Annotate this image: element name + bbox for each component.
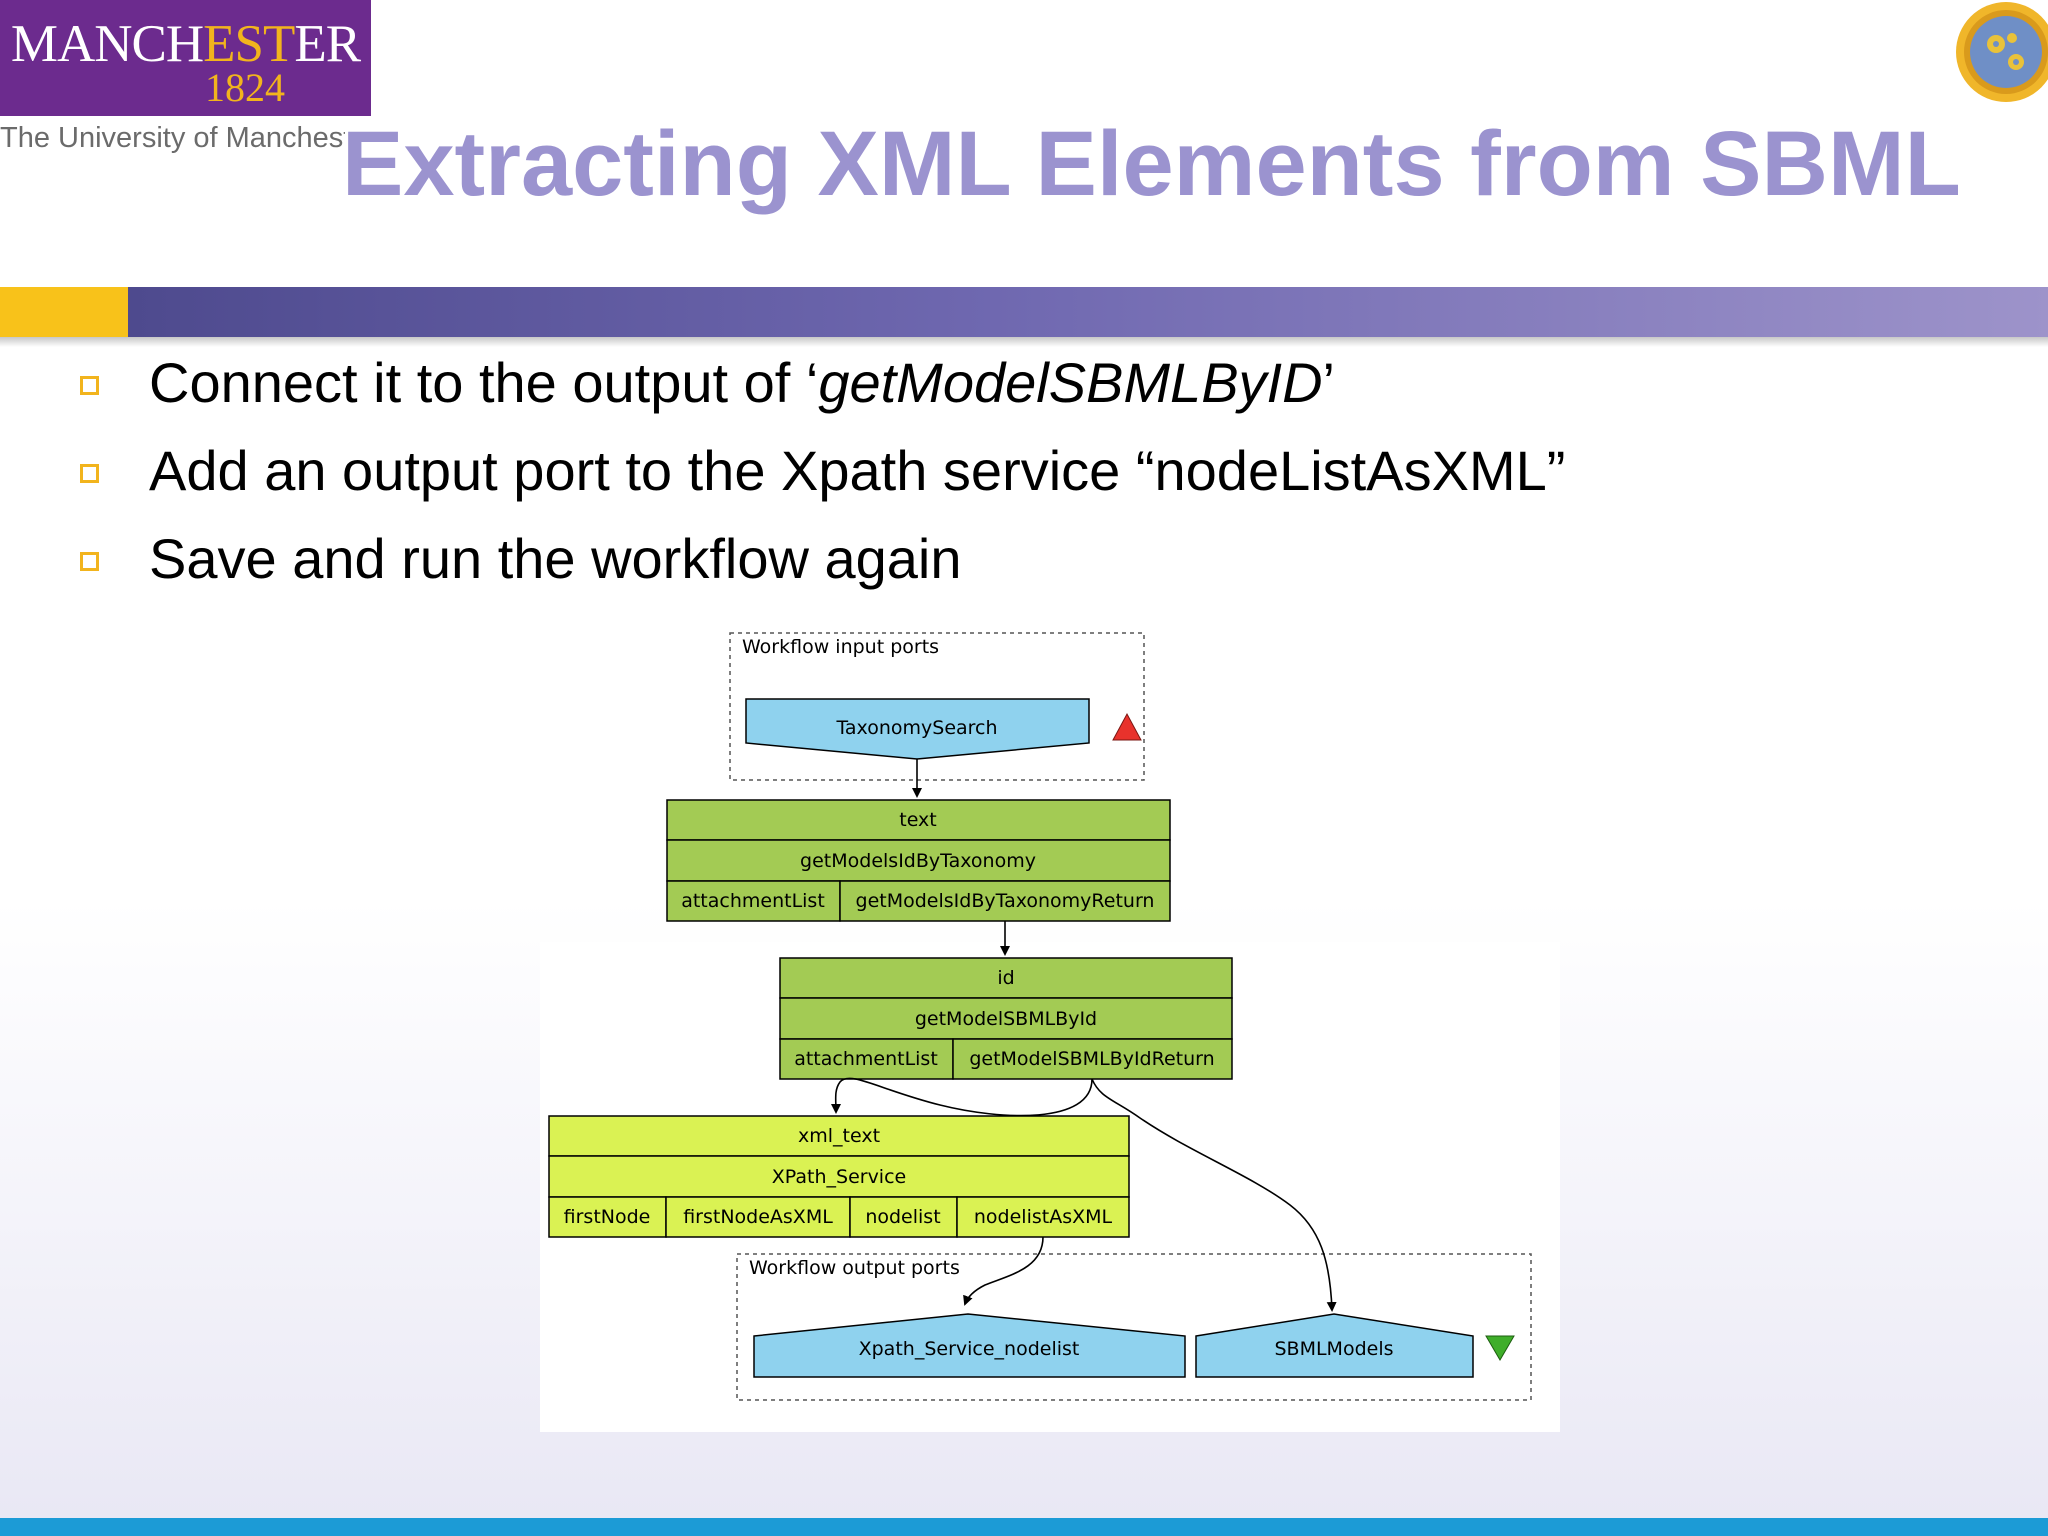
bullet-text: Connect it to the output of ‘getModelSBM… — [149, 351, 1335, 414]
service3-output-port: firstNode — [564, 1206, 651, 1228]
title-bar-shadow — [0, 337, 2048, 347]
ok-triangle-icon — [1485, 1335, 1515, 1361]
service2-output-port: getModelSBMLByIdReturn — [969, 1048, 1214, 1070]
footer-bar — [0, 1518, 2048, 1536]
logo-wordmark: MANCHESTER — [10, 15, 361, 73]
university-logo: MANCHESTER 1824 — [0, 0, 371, 116]
output-ports-label: Workflow output ports — [749, 1257, 960, 1279]
output-ports-cluster — [736, 1253, 1532, 1401]
input-ports-cluster — [729, 632, 1145, 781]
bullet-text: Add an output port to the Xpath service … — [149, 439, 1566, 502]
warning-triangle-icon — [1112, 712, 1142, 741]
output-port-label: Xpath_Service_nodelist — [859, 1338, 1080, 1360]
service1-input-port: text — [899, 809, 937, 831]
input-port-label: TaxonomySearch — [835, 717, 997, 739]
service3-output-port: nodelist — [865, 1206, 940, 1228]
bullet-square-icon — [80, 464, 99, 483]
output-port-label: SBMLModels — [1274, 1338, 1393, 1360]
title-bar-accent — [0, 287, 128, 337]
title-bar — [128, 287, 2048, 337]
input-port-taxonomysearch[interactable] — [745, 698, 1090, 760]
service-getmodelsbmlbyid[interactable] — [779, 957, 1233, 1080]
project-badge-icon — [1956, 2, 2048, 102]
logo-year: 1824 — [205, 65, 285, 110]
bullet-square-icon — [80, 552, 99, 571]
input-ports-label: Workflow input ports — [742, 636, 939, 658]
service3-output-port: firstNodeAsXML — [683, 1206, 833, 1228]
university-name: The University of Manchester — [0, 122, 345, 154]
service1-output-port: attachmentList — [681, 890, 825, 912]
bullet-square-icon — [80, 376, 99, 395]
output-port-xpath-service-nodelist[interactable] — [753, 1313, 1186, 1378]
workflow-links — [830, 759, 1337, 1312]
service3-name: XPath_Service — [772, 1166, 906, 1188]
service-xpath-service[interactable] — [548, 1115, 1130, 1238]
service-getmodelsidbytaxonomy[interactable] — [666, 799, 1171, 922]
service2-name: getModelSBMLById — [915, 1008, 1097, 1030]
bullet-text: Save and run the workflow again — [149, 527, 962, 590]
service3-input-port: xml_text — [798, 1125, 880, 1147]
service2-input-port: id — [997, 967, 1014, 989]
output-port-sbmlmodels[interactable] — [1195, 1313, 1474, 1378]
service2-output-port: attachmentList — [794, 1048, 938, 1070]
slide-title: Extracting XML Elements from SBML — [342, 113, 1961, 215]
service1-output-port: getModelsIdByTaxonomyReturn — [856, 890, 1155, 912]
service1-name: getModelsIdByTaxonomy — [800, 850, 1036, 872]
service3-output-port: nodelistAsXML — [974, 1206, 1113, 1228]
